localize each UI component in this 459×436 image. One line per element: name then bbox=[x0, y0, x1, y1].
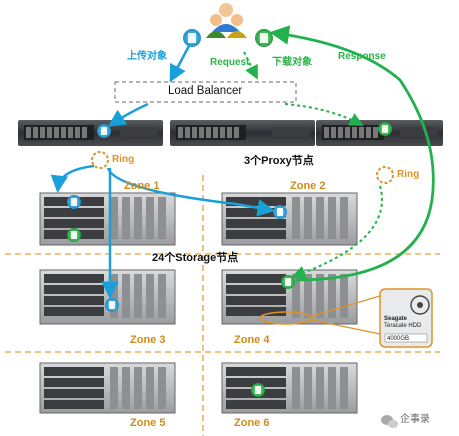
document-icon bbox=[378, 122, 392, 136]
storage-server bbox=[39, 269, 176, 325]
upload-flow-arrows bbox=[50, 43, 275, 299]
storage-nodes-label: 24个Storage节点 bbox=[152, 252, 239, 264]
proxy-server bbox=[170, 120, 315, 146]
document-icon bbox=[255, 29, 273, 47]
zone-5-label: Zone 5 bbox=[130, 417, 166, 429]
disk-capacity: 4000GB bbox=[387, 336, 410, 342]
zone-4-label: Zone 4 bbox=[234, 334, 270, 346]
document-icon bbox=[97, 124, 111, 138]
upload-label: 上传对象 bbox=[127, 51, 167, 62]
ring-left-icon bbox=[91, 151, 109, 169]
zone-2-label: Zone 2 bbox=[290, 180, 326, 192]
storage-server bbox=[39, 192, 176, 246]
request-label: Request bbox=[210, 57, 250, 68]
ring-right-icon bbox=[376, 166, 394, 184]
users-icon bbox=[206, 3, 247, 38]
document-icon bbox=[281, 275, 295, 289]
storage-server bbox=[221, 362, 358, 414]
highlighted-disk-slot bbox=[259, 311, 313, 325]
download-label: 下载对象 bbox=[272, 57, 312, 68]
ring-left-label: Ring bbox=[112, 154, 135, 165]
document-icon bbox=[67, 195, 81, 209]
document-icon bbox=[105, 298, 119, 312]
disk-model: Teracale HDD bbox=[384, 323, 422, 329]
load-balancer-box bbox=[114, 81, 297, 103]
proxy-nodes-label: 3个Proxy节点 bbox=[244, 155, 314, 167]
zone-3-label: Zone 3 bbox=[130, 334, 166, 346]
disk-brand: Seagate bbox=[384, 316, 408, 322]
document-icon bbox=[67, 228, 81, 242]
proxy-server bbox=[316, 120, 443, 146]
wechat-icon bbox=[381, 415, 398, 428]
download-flow-arrows bbox=[243, 51, 383, 280]
document-icon bbox=[251, 383, 265, 397]
response-flow-arrows bbox=[269, 25, 435, 282]
storage-server bbox=[39, 362, 176, 414]
ring-right-label: Ring bbox=[397, 169, 420, 180]
response-label: Response bbox=[338, 51, 386, 62]
proxy-server bbox=[18, 120, 163, 146]
hard-disk-icon bbox=[379, 288, 433, 348]
document-icon bbox=[273, 205, 287, 219]
zone-1-label: Zone 1 bbox=[124, 180, 160, 192]
load-balancer-label: Load Balancer bbox=[168, 85, 243, 97]
zone-dividers bbox=[5, 175, 440, 436]
storage-server bbox=[221, 192, 358, 246]
document-icon bbox=[183, 29, 201, 47]
zone-6-label: Zone 6 bbox=[234, 417, 270, 429]
watermark: 企事录 bbox=[400, 414, 430, 425]
